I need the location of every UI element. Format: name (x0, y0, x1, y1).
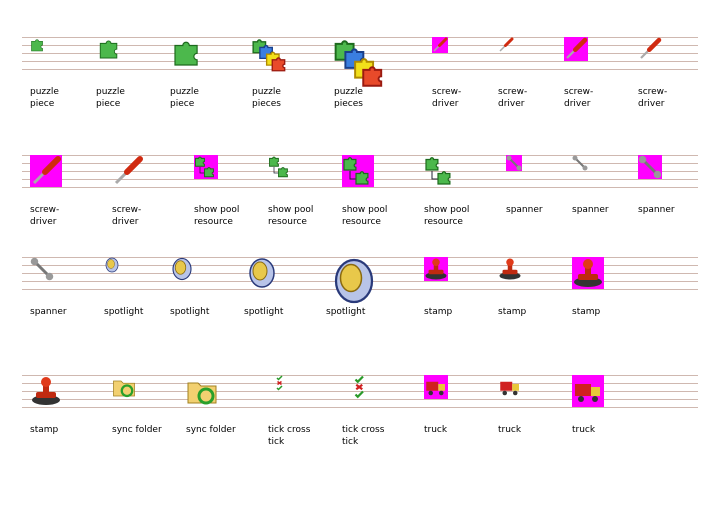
icon-label: stamp (30, 425, 59, 435)
icon-label: sync folder (186, 425, 236, 435)
puzzle-pieces-icon (252, 37, 288, 73)
screwdriver-icon (112, 155, 144, 187)
icon-label: sync folder (112, 425, 162, 435)
icon-label: screw- driver (432, 87, 462, 109)
truck-icon (498, 375, 522, 399)
icon-label: puzzle piece (96, 87, 125, 109)
screwdriver-icon (638, 37, 662, 61)
icon-label: puzzle pieces (334, 87, 363, 109)
icon-label: tick cross tick (268, 425, 311, 447)
stamp-icon (572, 257, 604, 289)
icon-label: screw- driver (498, 87, 528, 109)
icon-label: show pool resource (268, 205, 314, 227)
show-pool-resource-icon (424, 155, 456, 187)
sync-folder-icon (186, 375, 218, 407)
icon-label: spanner (572, 205, 609, 215)
guide-line (22, 407, 698, 408)
screwdriver-icon (30, 155, 62, 187)
spanner-icon (506, 155, 522, 171)
icon-label: puzzle piece (170, 87, 199, 109)
icon-label: show pool resource (194, 205, 240, 227)
icon-label: puzzle pieces (252, 87, 281, 109)
spotlight-icon (170, 257, 194, 281)
icon-label: screw- driver (564, 87, 594, 109)
puzzle-piece-icon (30, 37, 46, 53)
spanner-icon (638, 155, 662, 179)
spotlight-icon (104, 257, 120, 273)
puzzle-pieces-icon (334, 37, 386, 89)
icon-label: spotlight (244, 307, 284, 317)
icon-label: show pool resource (342, 205, 388, 227)
icon-label: tick cross tick (342, 425, 385, 447)
puzzle-piece-icon (172, 37, 204, 69)
stamp-icon (30, 375, 62, 407)
guide-line (22, 37, 698, 38)
guide-line (22, 375, 698, 376)
icon-label: screw- driver (30, 205, 60, 227)
stamp-icon (498, 257, 522, 281)
show-pool-resource-icon (194, 155, 218, 179)
guide-line (22, 399, 698, 400)
spanner-icon (572, 155, 588, 171)
icon-label: spotlight (104, 307, 144, 317)
icon-label: spanner (506, 205, 543, 215)
puzzle-piece-icon (98, 37, 122, 61)
icon-label: spanner (638, 205, 675, 215)
icon-label: stamp (572, 307, 601, 317)
guide-line (22, 391, 698, 392)
icon-label: spotlight (170, 307, 210, 317)
icon-label: puzzle piece (30, 87, 59, 109)
icon-label: stamp (498, 307, 527, 317)
icon-label: screw- driver (112, 205, 142, 227)
guide-line (22, 45, 698, 46)
sync-folder-icon (112, 375, 136, 399)
icon-label: spotlight (326, 307, 366, 317)
show-pool-resource-icon (342, 155, 374, 187)
truck-icon (572, 375, 604, 407)
icon-label: truck (498, 425, 522, 435)
guide-line (22, 383, 698, 384)
guide-line (22, 257, 698, 258)
truck-icon (424, 375, 448, 399)
icon-label: truck (424, 425, 448, 435)
screwdriver-icon (564, 37, 588, 61)
guide-line (22, 187, 698, 188)
spanner-icon (30, 257, 54, 281)
icon-label: screw- driver (638, 87, 668, 109)
icon-label: stamp (424, 307, 453, 317)
icon-label: spanner (30, 307, 67, 317)
spotlight-icon (246, 257, 278, 289)
screwdriver-icon (498, 37, 514, 53)
icon-label: truck (572, 425, 596, 435)
spotlight-icon (330, 257, 378, 305)
tick-cross-tick-icon (272, 375, 288, 391)
icon-label: show pool resource (424, 205, 470, 227)
show-pool-resource-icon (268, 155, 292, 179)
screwdriver-icon (432, 37, 448, 53)
tick-cross-tick-icon (348, 375, 372, 399)
stamp-icon (424, 257, 448, 281)
